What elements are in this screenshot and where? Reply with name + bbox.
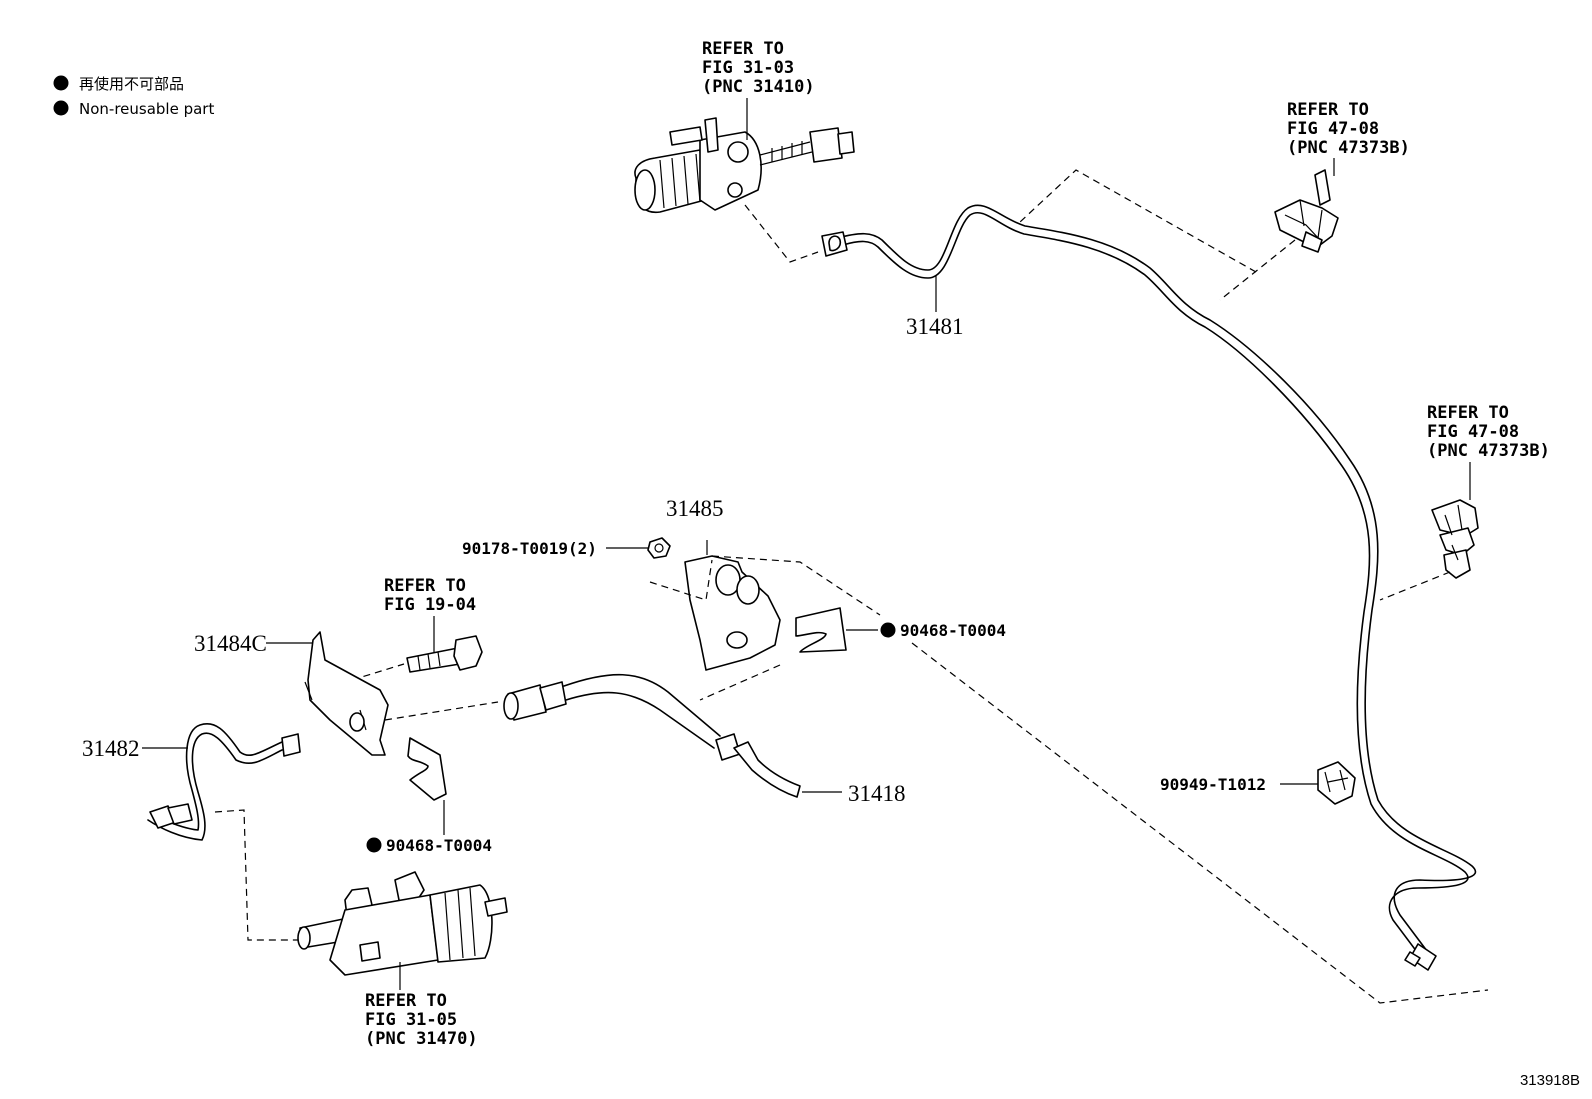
part-label-90178: 90178-T0019(2) [462,539,597,558]
part-label-90468-bottom: 90468-T0004 [386,836,492,855]
part-label-31482: 31482 [82,736,140,761]
clutch-tube-31481[interactable] [821,204,1477,971]
release-cylinder-illustration [297,871,508,976]
part-label-31485: 31485 [666,496,724,521]
ref-line: FIG 31-05 [365,1010,457,1030]
ref-line: (PNC 47373B) [1287,138,1410,158]
ref-line: FIG 47-08 [1427,422,1519,442]
part-label-90949: 90949-T1012 [1160,775,1266,794]
master-cylinder-illustration [634,117,855,263]
ref-line: FIG 31-03 [702,58,794,78]
bracket-31485[interactable]: 31485 [649,496,881,701]
part-label-31481-group: 31481 [906,276,964,339]
clip-90468-bottom[interactable]: 90468-T0004 [366,737,492,855]
part-label-90468-right: 90468-T0004 [900,621,1006,640]
clip-90468-right[interactable]: 90468-T0004 [795,607,1489,1004]
ref-clamp-right: REFER TO FIG 47-08 (PNC 47373B) [1427,403,1550,500]
clutch-tube-31482[interactable]: 31482 [82,723,301,941]
non-reusable-bullet-icon [53,75,69,91]
legend-jp: 再使用不可部品 [79,75,184,93]
part-label-31481: 31481 [906,314,964,339]
ref-line: (PNC 31470) [365,1029,478,1049]
legend: 再使用不可部品 Non-reusable part [53,75,214,118]
figure-id: 313918B [1520,1072,1580,1089]
ref-line: FIG 47-08 [1287,119,1379,139]
ref-line: (PNC 47373B) [1427,441,1550,461]
bracket-31484c[interactable]: 31484C [194,631,499,756]
flexible-hose-31418[interactable]: 31418 [503,673,906,806]
ref-line: REFER TO [1427,403,1509,423]
ref-line: REFER TO [365,991,447,1011]
ref-line: FIG 19-04 [384,595,476,615]
ref-line: (PNC 31410) [702,77,815,97]
ref-line: REFER TO [1287,100,1369,120]
nut-90178[interactable]: 90178-T0019(2) [462,537,671,559]
grommet-90949[interactable]: 90949-T1012 [1160,761,1356,805]
ref-master-cylinder: REFER TO FIG 31-03 (PNC 31410) [702,39,815,140]
part-label-31484c: 31484C [194,631,267,656]
ref-bolt: REFER TO FIG 19-04 [384,576,476,652]
ref-line: REFER TO [702,39,784,59]
ref-clamp-top: REFER TO FIG 47-08 (PNC 47373B) [1287,100,1410,176]
part-label-31418: 31418 [848,781,906,806]
non-reusable-bullet-icon [880,622,896,638]
non-reusable-bullet-icon [53,100,69,116]
tube-clamp-top [1019,169,1339,301]
bolt-fig-19-04 [351,635,483,681]
ref-line: REFER TO [384,576,466,596]
legend-en: Non-reusable part [79,100,214,118]
tube-clamp-right [1379,499,1479,601]
ref-release-cylinder: REFER TO FIG 31-05 (PNC 31470) [365,962,478,1049]
non-reusable-bullet-icon [366,837,382,853]
